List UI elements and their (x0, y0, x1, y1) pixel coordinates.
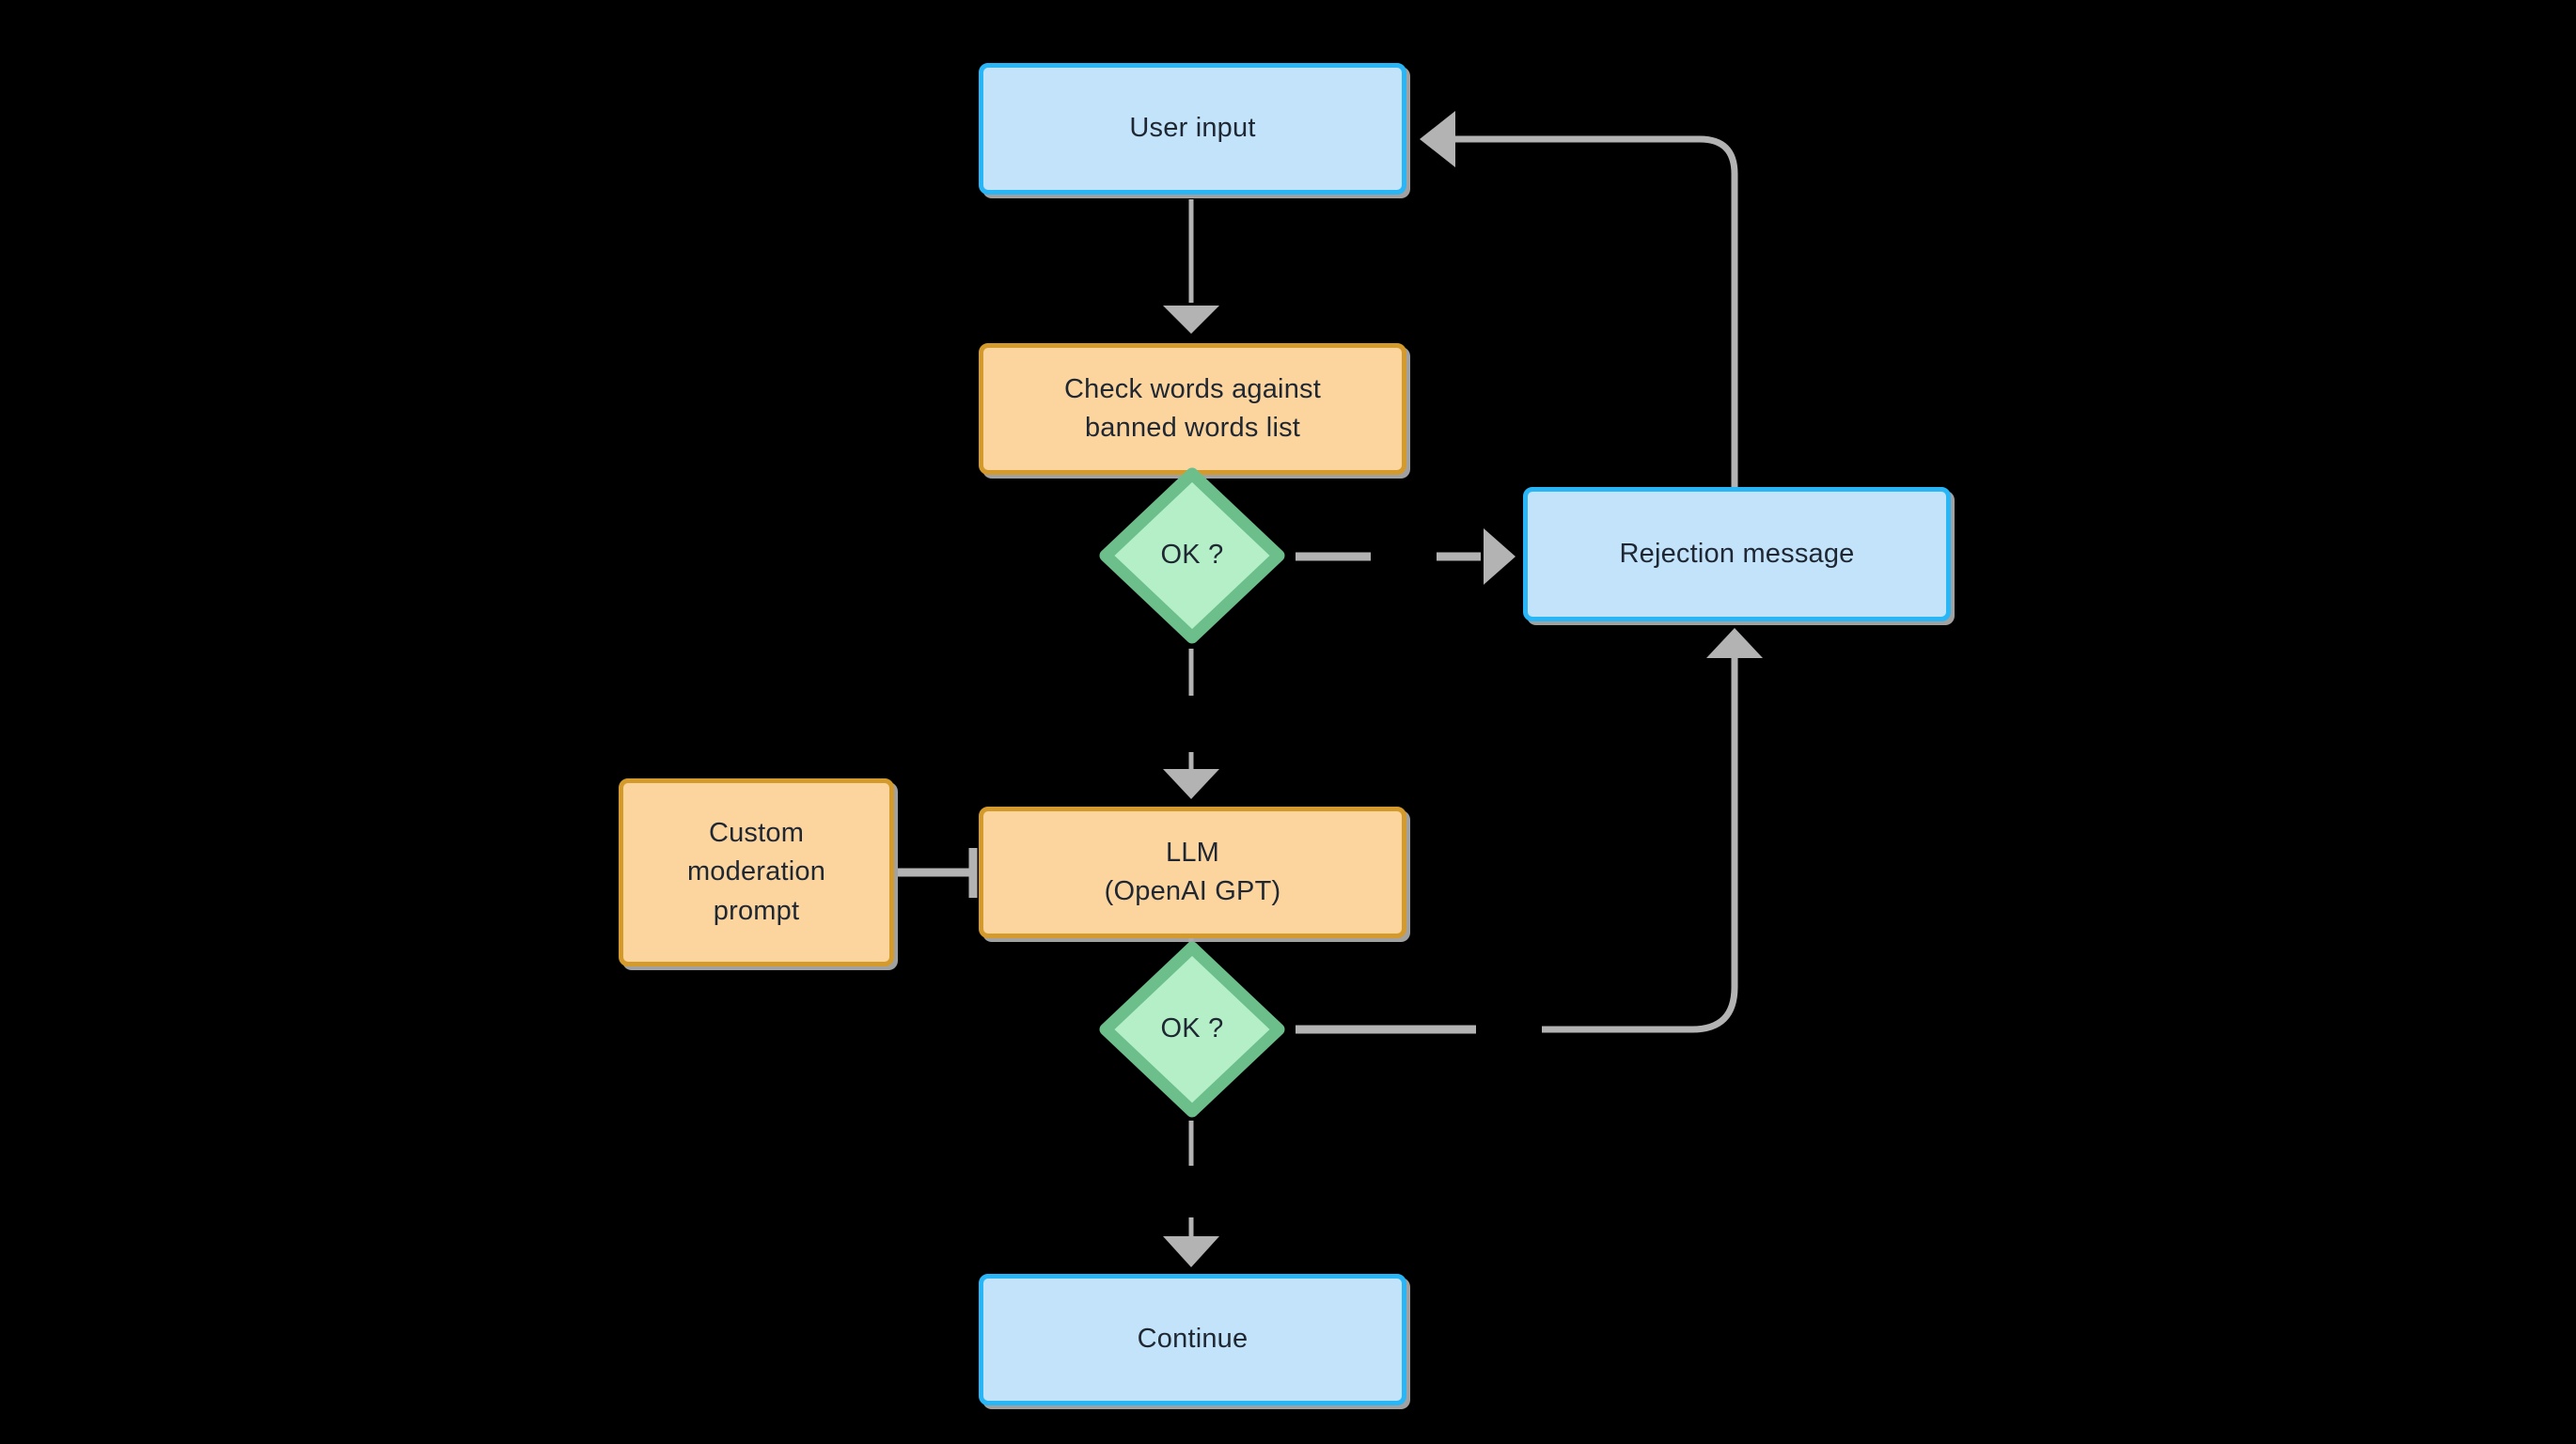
edge-decision-llm-to-rejection (1296, 628, 1763, 1034)
edge-decision-banned-to-rejection (1296, 528, 1516, 585)
node-continue[interactable]: Continue (979, 1274, 1406, 1405)
node-llm[interactable]: LLM (OpenAI GPT) (979, 807, 1406, 938)
node-user-input-label: User input (1129, 113, 1256, 144)
edge-decision-banned-to-llm (1163, 649, 1219, 799)
diamond-shape-icon (1099, 941, 1285, 1118)
edge-rejection-to-user-input (1420, 111, 1738, 487)
node-llm-label: LLM (OpenAI GPT) (1104, 837, 1281, 906)
node-rejection-message-label: Rejection message (1619, 538, 1855, 569)
node-custom-moderation-prompt-label: Custom moderation prompt (686, 818, 826, 926)
node-check-banned-words[interactable]: Check words against banned words list (979, 343, 1406, 475)
node-decision-banned-words[interactable]: OK ? (1098, 466, 1286, 645)
diamond-shape-icon (1099, 467, 1285, 644)
node-decision-llm[interactable]: OK ? (1098, 940, 1286, 1119)
edge-user-input-to-check (1163, 199, 1219, 334)
node-custom-moderation-prompt[interactable]: Custom moderation prompt (619, 778, 894, 966)
node-check-banned-words-label: Check words against banned words list (1064, 373, 1321, 443)
edge-decision-llm-to-continue (1163, 1121, 1219, 1267)
node-user-input[interactable]: User input (979, 63, 1406, 195)
edge-prompt-to-llm (898, 848, 978, 898)
node-rejection-message[interactable]: Rejection message (1523, 487, 1951, 621)
node-continue-label: Continue (1137, 1324, 1249, 1355)
